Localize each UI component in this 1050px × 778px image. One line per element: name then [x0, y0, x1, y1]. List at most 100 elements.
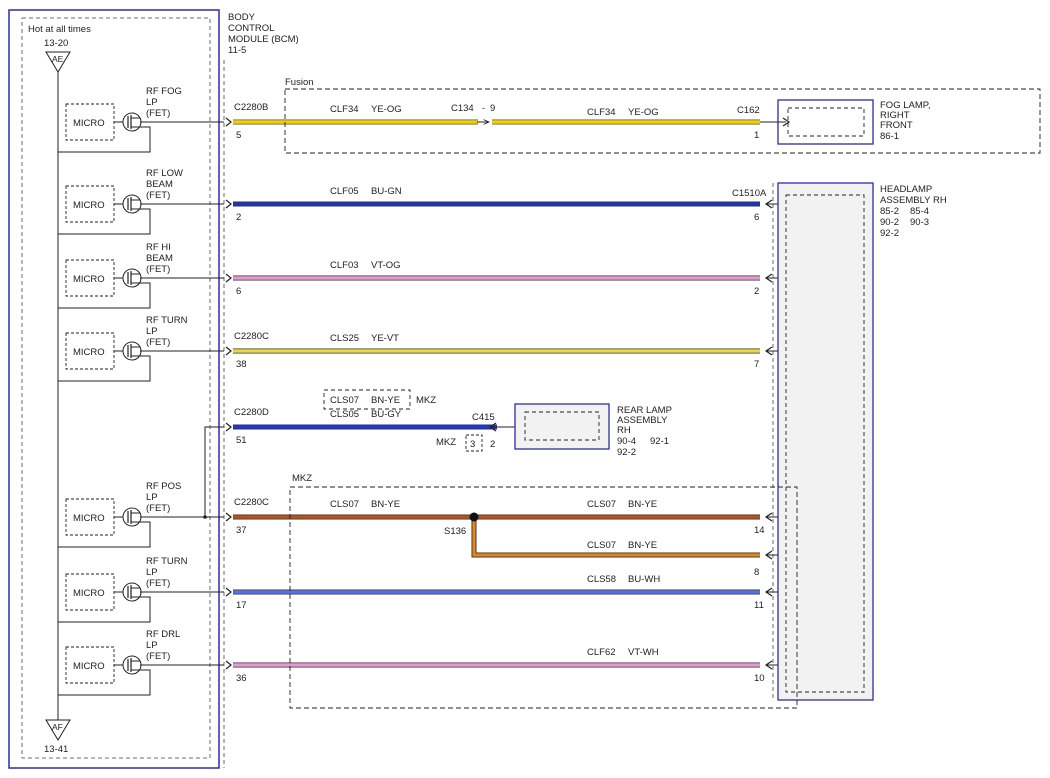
function-label-2: (FET) — [146, 108, 170, 119]
function-label-0: RF TURN — [146, 556, 188, 567]
fog-lamp-line-1: FOG LAMP, — [880, 100, 931, 111]
fog-lamp-line-2: RIGHT — [880, 110, 910, 121]
bcm-pin-turn2: 17 — [236, 600, 247, 611]
mkz-pin-box — [465, 434, 483, 452]
headlamp-ref-5: 92-2 — [880, 228, 899, 239]
bcm-pin-arrow — [225, 199, 232, 209]
headlamp-assembly: C1510A HEADLAMP ASSEMBLY RH 85-2 85-4 90… — [732, 182, 947, 701]
micro-label: MICRO — [73, 347, 105, 358]
fet-icon — [122, 655, 142, 675]
fet-source-wire — [58, 669, 151, 696]
fog-lamp-inner — [787, 107, 865, 137]
function-label-1: LP — [146, 492, 158, 503]
circuit-color-pos-right: BN-YE — [628, 499, 657, 510]
bcm-pin-arrow — [225, 346, 232, 356]
mkz-label: MKZ — [292, 473, 312, 484]
circuit-color-low: BU-GN — [371, 186, 402, 197]
fog-lamp-line-3: FRONT — [880, 120, 913, 131]
function-label-2: (FET) — [146, 651, 170, 662]
splice-label: S136 — [444, 526, 466, 537]
fet-source-wire — [58, 208, 151, 235]
bcm-title: BODY CONTROL MODULE (BCM) 11-5 — [228, 12, 299, 56]
function-label-1: LP — [146, 326, 158, 337]
function-label-1: BEAM — [146, 253, 173, 264]
headlamp-line-1: HEADLAMP — [880, 184, 932, 195]
end-pin-pos: 14 — [754, 525, 765, 536]
fusion-label: Fusion — [285, 77, 314, 88]
alt-color: BN-YE — [371, 395, 400, 406]
circuit-color-rear: BU-GY — [371, 409, 402, 420]
end-pin-drl: 10 — [754, 673, 765, 684]
function-label-2: (FET) — [146, 503, 170, 514]
fog-end-connector: C162 — [737, 105, 760, 116]
bcm-pin-arrow — [225, 273, 232, 283]
bcm-inner-outline — [21, 17, 211, 759]
headlamp-ref-4: 90-3 — [910, 217, 929, 228]
bcm-connector-fog: C2280B — [234, 102, 268, 113]
bcm-connector-pos: C2280C — [234, 497, 269, 508]
fusion-region: Fusion C134 - 9 CLF34 YE-OG C162 — [284, 77, 1041, 154]
hot-at-all-times-label: Hot at all times — [28, 24, 91, 35]
top-connector-label: AE — [52, 54, 64, 64]
headlamp-inner — [785, 194, 865, 693]
bcm-title-line-2: CONTROL — [228, 23, 274, 34]
branch-pin: 8 — [754, 567, 759, 578]
mkz-pin-label: MKZ — [436, 437, 456, 448]
function-label-0: RF DRL — [146, 629, 180, 640]
mkz-outline — [289, 486, 798, 709]
bcm-pin-drl: 36 — [236, 673, 247, 684]
fog-lamp-outline — [777, 99, 874, 145]
circuit-color-drl: VT-WH — [628, 647, 659, 658]
fog-lamp-component: FOG LAMP, RIGHT FRONT 86-1 — [777, 99, 931, 145]
micro-label: MICRO — [73, 588, 105, 599]
top-ref: 13-20 — [44, 38, 68, 49]
inline-connector-pin: 9 — [490, 103, 495, 114]
micro-label: MICRO — [73, 661, 105, 672]
headlamp-ref-1: 85-2 — [880, 206, 899, 217]
headlamp-line-2: ASSEMBLY RH — [880, 195, 947, 206]
splice-dot — [469, 512, 479, 522]
circuit-code-drl: CLF62 — [587, 647, 616, 658]
bcm-connector-turn: C2280C — [234, 331, 269, 342]
micro-label: MICRO — [73, 513, 105, 524]
bcm-title-line-3: MODULE (BCM) — [228, 34, 299, 45]
function-label-2: (FET) — [146, 578, 170, 589]
bottom-connector-label: AF — [52, 722, 63, 732]
micro-label: MICRO — [73, 118, 105, 129]
rear-lamp-feed-wire — [204, 426, 224, 517]
bcm-pin-fog: 5 — [236, 130, 241, 141]
circuit-code-hi: CLF03 — [330, 260, 359, 271]
headlamp-ref-2: 85-4 — [910, 206, 929, 217]
rear-lamp-assembly: CLS07 BN-YE MKZ C415 MKZ 3 2 REAR LAMP A… — [323, 389, 672, 458]
circuit-code-fog: CLF34 — [330, 104, 359, 115]
function-label-0: RF LOW — [146, 168, 183, 179]
circuit-code-low: CLF05 — [330, 186, 359, 197]
fog-lamp-arrow — [782, 117, 791, 127]
circuit-code-turn: CLS25 — [330, 333, 359, 344]
rear-lamp-connector: C415 — [472, 412, 495, 423]
circuit-color-turn2: BU-WH — [628, 574, 660, 585]
end-pin-hi: 2 — [754, 286, 759, 297]
rear-lamp-ref-1: 90-4 — [617, 436, 636, 447]
bcm-pin-hi: 6 — [236, 286, 241, 297]
function-label-0: RF POS — [146, 481, 181, 492]
bcm-pin-arrow — [225, 422, 232, 432]
function-label-2: (FET) — [146, 264, 170, 275]
rear-lamp-line-1: REAR LAMP — [617, 405, 672, 416]
function-label-0: RF FOG — [146, 86, 182, 97]
circuit-code-pos: CLS07 — [330, 499, 359, 510]
fet-icon — [122, 194, 142, 214]
micro-label: MICRO — [73, 274, 105, 285]
function-label-2: (FET) — [146, 190, 170, 201]
fet-source-wire — [58, 126, 151, 153]
fet-source-wire — [58, 355, 151, 382]
end-pin-turn2: 11 — [754, 600, 764, 611]
rear-lamp-line-2: ASSEMBLY — [617, 415, 668, 426]
bcm-outline — [8, 9, 220, 769]
function-label-1: LP — [146, 640, 158, 651]
function-label-1: BEAM — [146, 179, 173, 190]
bcm-pin-arrow — [225, 660, 232, 670]
